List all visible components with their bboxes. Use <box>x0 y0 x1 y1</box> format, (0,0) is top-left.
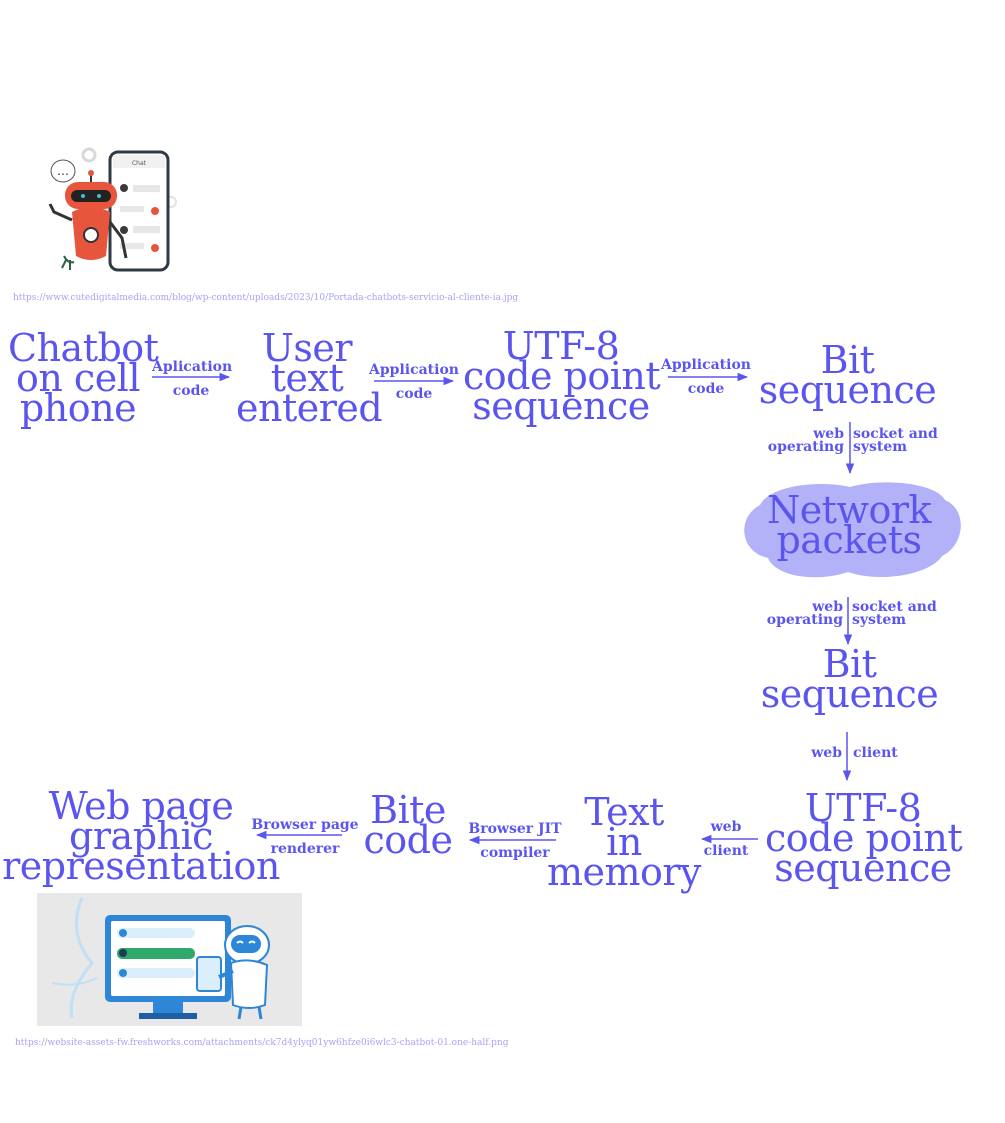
edge-label-e6-right: client <box>853 745 898 761</box>
top-image-url[interactable]: https://www.cutedigitalmedia.com/blog/wp… <box>13 293 519 303</box>
phone-chat-header: Chat <box>132 160 147 167</box>
svg-text:…: … <box>57 164 69 178</box>
robot-monitor-chat-illustration <box>37 893 302 1026</box>
robot-chatbot-phone-illustration: Chat … <box>40 140 185 275</box>
network-cloud-shape <box>744 482 961 578</box>
bottom-image-url[interactable]: https://website-assets-fw.freshworks.com… <box>15 1038 509 1048</box>
edge-label-e6-left: web <box>811 745 842 761</box>
